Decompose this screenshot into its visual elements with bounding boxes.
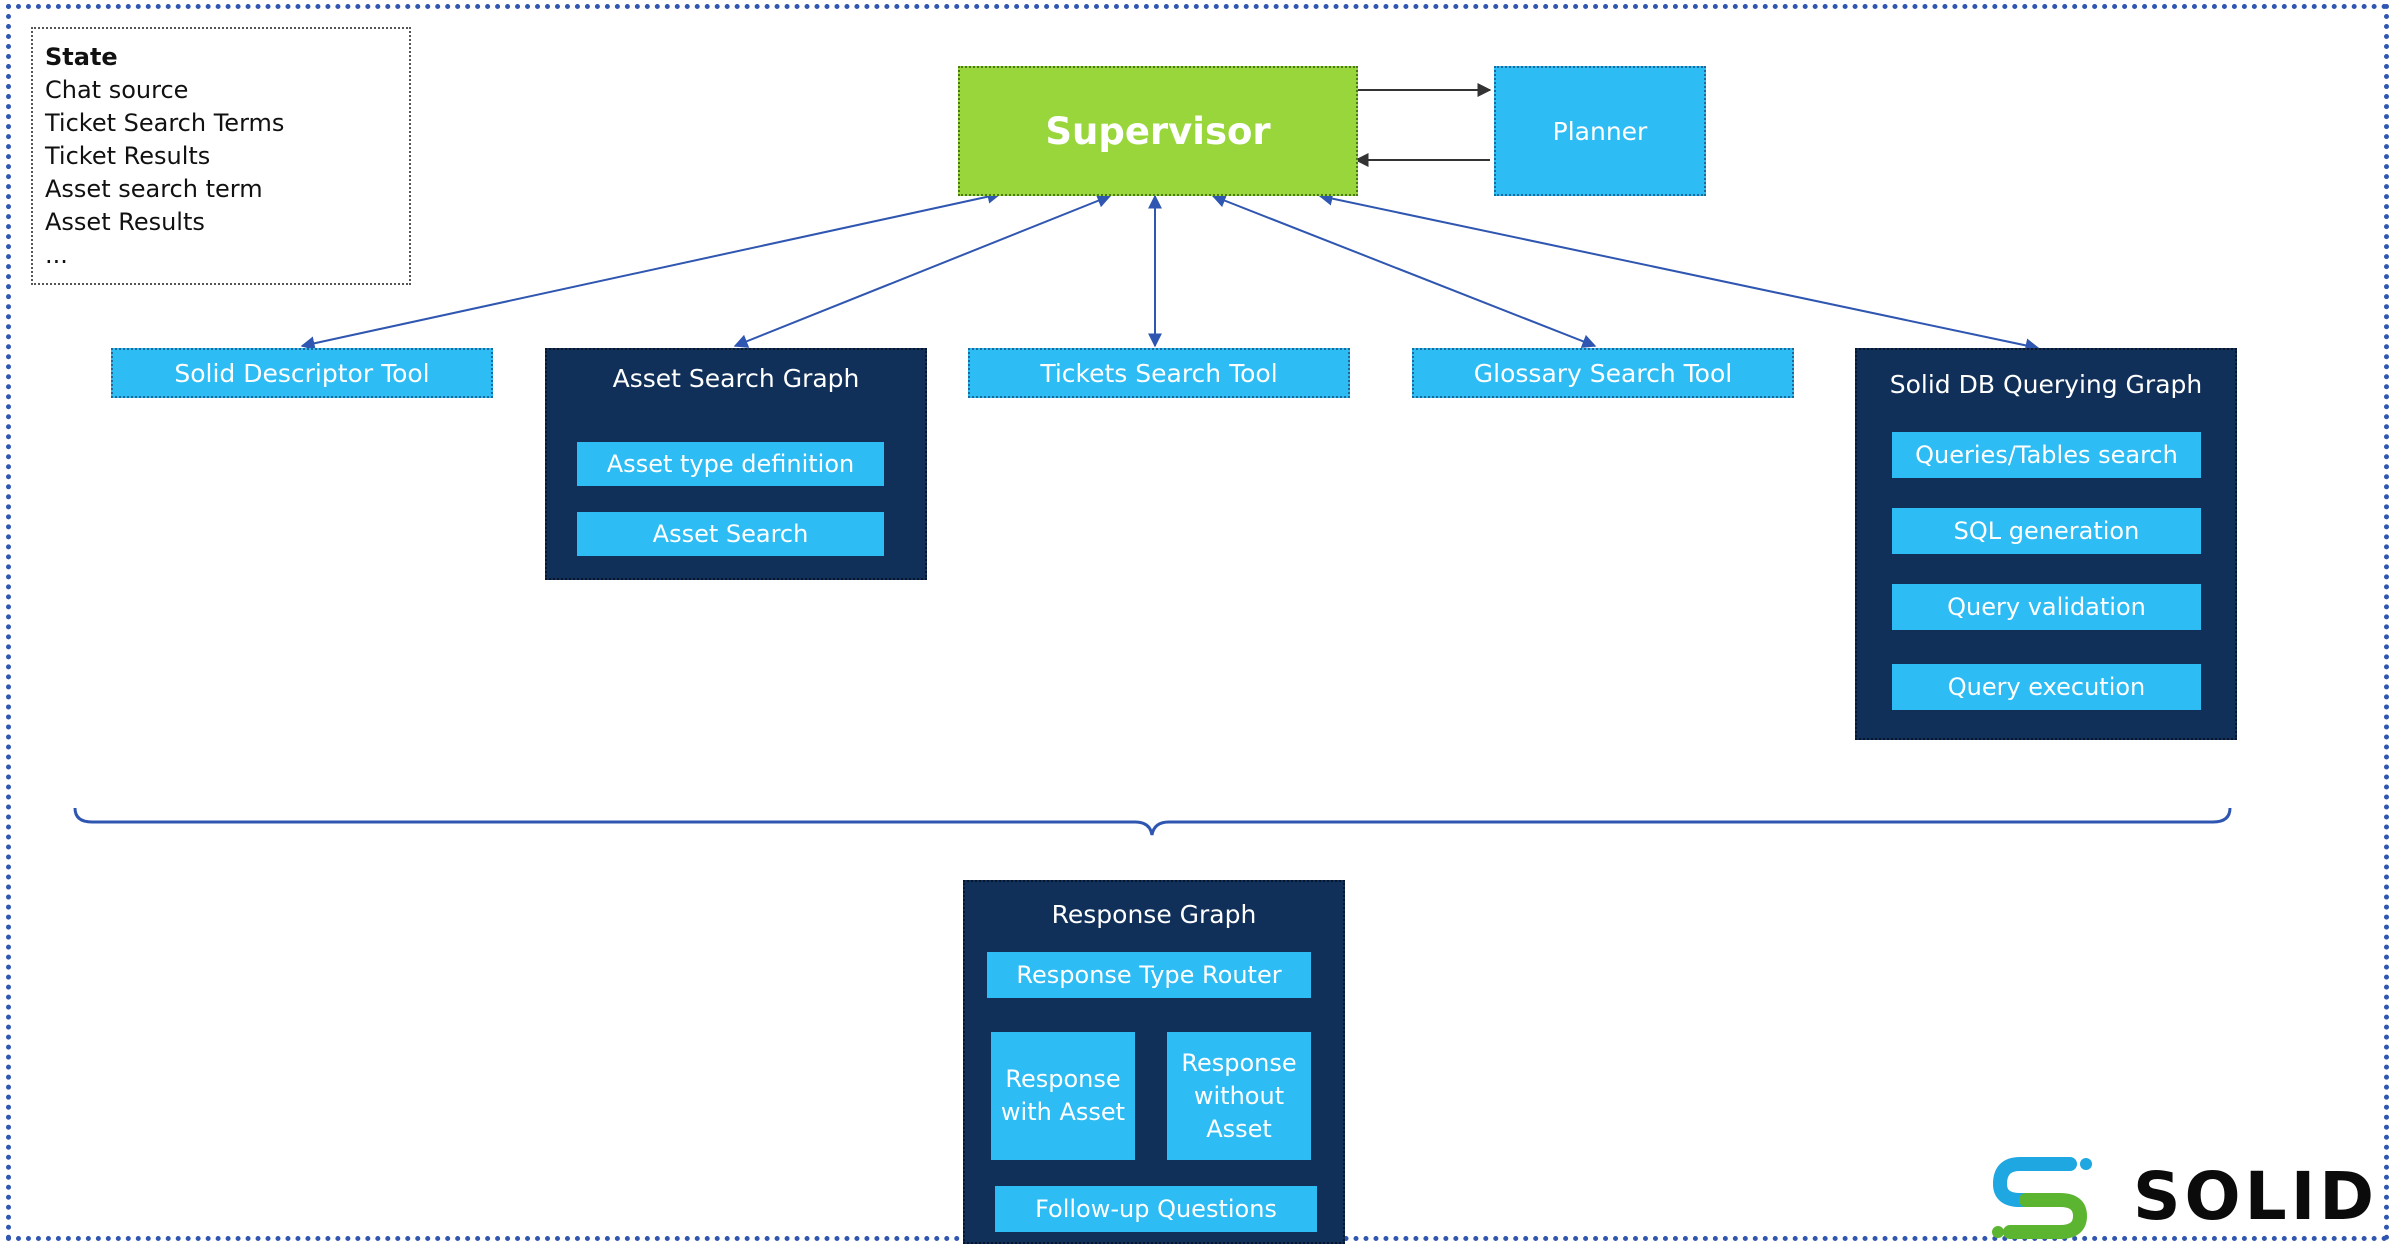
state-panel: State Chat source Ticket Search Terms Ti… — [31, 27, 411, 285]
solid-logo-icon — [1992, 1157, 2092, 1239]
sql-generation-step: SQL generation — [1892, 508, 2201, 554]
state-line: ... — [45, 241, 68, 269]
response-with-asset: Response with Asset — [991, 1032, 1135, 1160]
tickets-search-tool: Tickets Search Tool — [968, 348, 1350, 398]
asset-search-graph: Asset Search Graph Asset type definition… — [545, 348, 927, 580]
response-without-asset: Response without Asset — [1167, 1032, 1311, 1160]
state-line: Ticket Results — [45, 142, 211, 170]
solid-db-querying-graph: Solid DB Querying Graph Queries/Tables s… — [1855, 348, 2237, 740]
state-line: Chat source — [45, 76, 189, 104]
query-validation-step: Query validation — [1892, 584, 2201, 630]
state-line: Ticket Search Terms — [45, 109, 285, 137]
follow-up-questions: Follow-up Questions — [995, 1186, 1317, 1232]
planner-node: Planner — [1494, 66, 1706, 196]
supervisor-node: Supervisor — [958, 66, 1358, 196]
logo-wordmark: SOLID — [2133, 1158, 2379, 1235]
query-execution-step: Query execution — [1892, 664, 2201, 710]
response-type-router: Response Type Router — [987, 952, 1311, 998]
asset-type-definition-step: Asset type definition — [577, 442, 884, 486]
asset-search-step: Asset Search — [577, 512, 884, 556]
response-graph-title: Response Graph — [1051, 900, 1257, 929]
db-graph-title: Solid DB Querying Graph — [1889, 370, 2203, 399]
solid-descriptor-tool: Solid Descriptor Tool — [111, 348, 493, 398]
queries-tables-search-step: Queries/Tables search — [1892, 432, 2201, 478]
state-title: State — [45, 43, 118, 71]
state-line: Asset Results — [45, 208, 205, 236]
response-graph: Response Graph Response Type Router Resp… — [963, 880, 1345, 1244]
state-line: Asset search term — [45, 175, 263, 203]
glossary-search-tool: Glossary Search Tool — [1412, 348, 1794, 398]
asset-graph-title: Asset Search Graph — [612, 364, 860, 393]
